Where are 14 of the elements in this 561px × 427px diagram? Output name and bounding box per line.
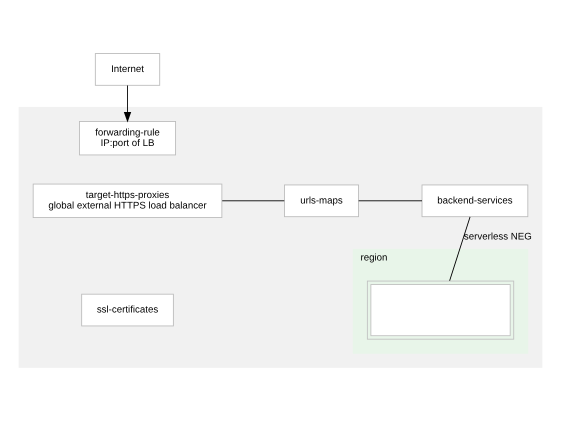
node-box: target-https-proxies global external HTTPS load balancer	[32, 183, 222, 218]
arrow	[124, 84, 132, 122]
node-box	[366, 280, 514, 340]
connector	[358, 200, 422, 201]
connector	[222, 200, 285, 201]
node-box: ssl-certificates	[81, 293, 174, 326]
node-box: Internet	[94, 52, 160, 86]
connector	[449, 216, 470, 281]
node-box: forwarding-rule IP:port of LB	[79, 120, 176, 155]
node-box: urls-maps	[284, 184, 359, 217]
edge-label: serverless NEG	[464, 230, 532, 242]
cluster	[18, 106, 542, 368]
cluster: region	[352, 248, 528, 354]
node-box: backend-services	[422, 184, 528, 217]
